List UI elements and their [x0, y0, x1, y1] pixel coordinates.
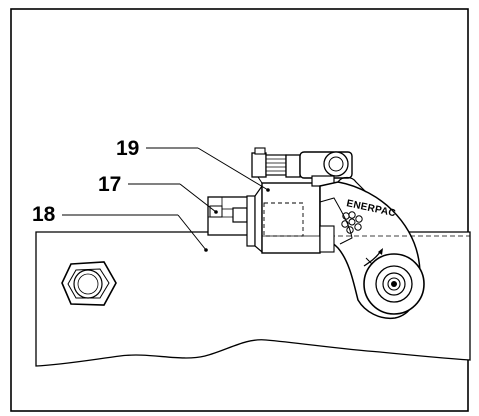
callout-18: 18	[32, 203, 208, 252]
callout-17: 17	[98, 173, 218, 214]
figure-frame	[10, 8, 469, 412]
drive-socket	[363, 253, 425, 315]
callout-17-label: 17	[98, 173, 121, 196]
logo-emblem	[341, 211, 363, 234]
direction-arrow	[363, 248, 383, 267]
hex-nut	[61, 261, 117, 306]
tool-cylinder	[232, 182, 321, 254]
callout-19: 19	[116, 137, 270, 192]
hose-swivel	[251, 147, 353, 187]
callout-19-label: 19	[116, 137, 139, 160]
callout-18-label: 18	[32, 203, 56, 226]
